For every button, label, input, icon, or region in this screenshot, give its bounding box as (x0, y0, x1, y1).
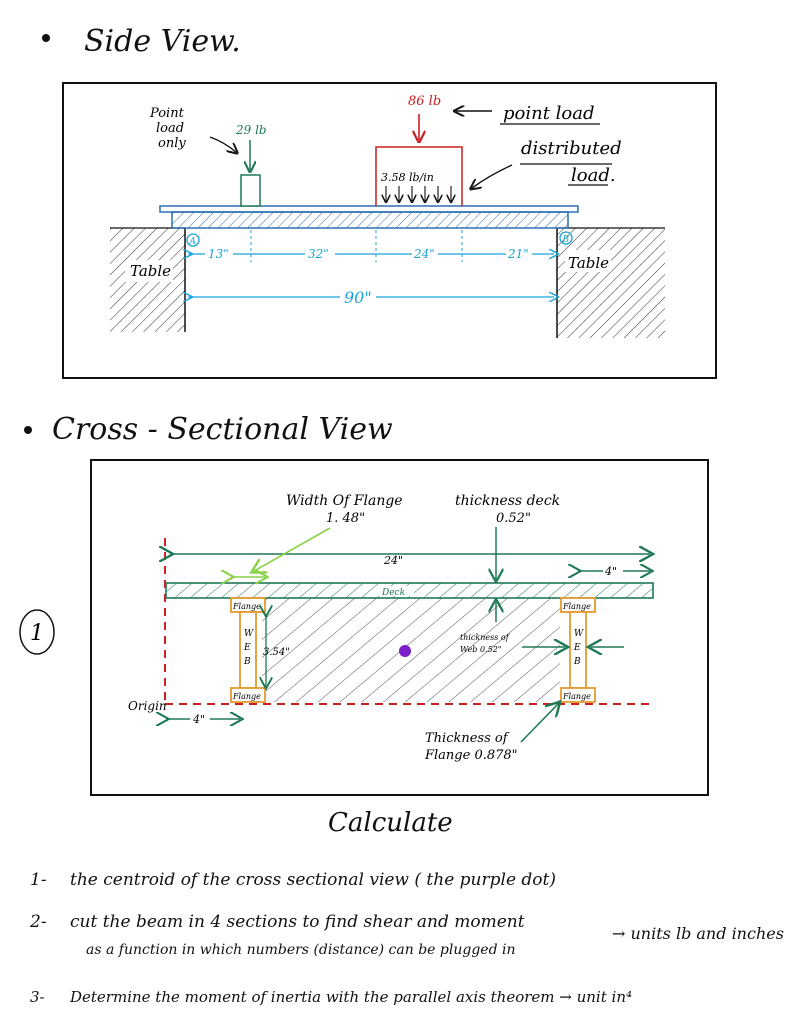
task-3-text: Determine the moment of inertia with the… (70, 988, 632, 1006)
right-offset-label: 4" (604, 565, 617, 578)
table-right (556, 227, 665, 338)
flange-thickness-label-2: Flange 0.878" (424, 748, 518, 763)
small-load-block (240, 174, 261, 207)
left-top-flange-label: Flange (232, 602, 261, 611)
point-load-only-pointer (209, 136, 236, 152)
distributed-load-value: 3.58 lb/in (381, 171, 434, 184)
point-load-only-line2: load (156, 121, 184, 136)
support-b-label: B (562, 235, 570, 245)
point-load-label: point load (503, 103, 595, 124)
flange-thickness-pointer (520, 704, 558, 743)
left-offset-label: 4" (192, 713, 205, 726)
support-a-label: A (189, 237, 197, 247)
units-note: → units lb and inches (612, 924, 784, 943)
point-load-only-line3: only (158, 136, 186, 151)
table-right-label: Table (568, 254, 609, 272)
dim-segment-3: 24" (413, 247, 435, 261)
distributed-load-outline (375, 146, 463, 206)
support-a-marker: A (186, 233, 200, 247)
side-view-heading: Side View. (84, 24, 241, 59)
right-web-letter-w: W (574, 629, 584, 639)
big-load-value: 86 lb (408, 94, 441, 109)
web-thickness-label-1: thickness of (460, 633, 511, 642)
dim-segment-2: 32" (308, 247, 329, 261)
task-1: 1- the centroid of the cross sectional vi… (30, 870, 556, 890)
width-flange-value: 1. 48" (326, 511, 365, 526)
calculate-title: Calculate (328, 808, 453, 838)
right-web-letter-b: B (573, 657, 581, 667)
side-view-bullet (42, 34, 50, 42)
task-2-number: 2- (30, 912, 47, 932)
point-load-only-line1: Point (149, 106, 185, 121)
table-left-label: Table (130, 262, 171, 280)
left-girder (230, 597, 266, 703)
right-bottom-flange-label: Flange (562, 692, 591, 701)
task-1-text: the centroid of the cross sectional view… (70, 870, 556, 890)
right-girder (560, 597, 596, 703)
cross-section-diagram: Origin 24" 4" Deck Flange W E B Flange 3… (128, 493, 655, 763)
distributed-label-1: distributed (521, 138, 622, 159)
segment-dimension-labels (205, 246, 532, 260)
task-2-text: cut the beam in 4 sections to find shear… (70, 912, 525, 932)
deck-label: Deck (381, 588, 405, 598)
right-web-letter-e: E (573, 643, 581, 653)
task-1-number: 1- (30, 870, 47, 890)
centroid-dot (399, 645, 411, 657)
task-2-line2: as a function in which numbers (distance… (86, 942, 516, 958)
width-flange-label: Width Of Flange (286, 493, 403, 509)
dim-segment-1: 13" (208, 247, 229, 261)
total-width-label: 24" (383, 554, 403, 567)
left-web-letter-w: W (244, 629, 254, 639)
small-load-value: 29 lb (235, 123, 267, 137)
web-height-label: 3.54" (263, 647, 290, 658)
beam-body (171, 211, 569, 229)
task-2: 2- cut the beam in 4 sections to find she… (30, 912, 525, 932)
cross-view-frame (90, 459, 709, 796)
task-3: 3- Determine the moment of inertia with t… (30, 988, 632, 1006)
table-left (110, 227, 186, 332)
figure-number: 1 (30, 621, 44, 646)
total-dimension-label: 90" (344, 288, 372, 307)
thickness-deck-value: 0.52" (496, 511, 531, 526)
figure-number-marker: 1 (19, 609, 55, 655)
cross-view-heading: Cross - Sectional View (52, 412, 393, 447)
side-view-diagram: Table Table 29 lb Point load only 3.58 l… (110, 94, 665, 338)
distributed-load-arrows (386, 186, 451, 201)
width-flange-pointer (254, 527, 331, 571)
cross-section-hatch (262, 598, 560, 702)
origin-label: Origin (128, 699, 167, 713)
task-3-number: 3- (30, 988, 45, 1006)
left-web-letter-b: B (243, 657, 251, 667)
support-b-marker: B (559, 231, 573, 245)
left-web-letter-e: E (243, 643, 251, 653)
left-bottom-flange-label: Flange (232, 692, 261, 701)
distributed-pointer (472, 164, 513, 188)
right-top-flange-label: Flange (562, 602, 591, 611)
side-view-frame (62, 82, 717, 379)
thickness-deck-label: thickness deck (455, 493, 560, 509)
flange-thickness-label-1: Thickness of (425, 731, 510, 746)
cross-view-bullet (24, 426, 32, 434)
distributed-label-2: load. (571, 165, 616, 186)
web-thickness-label-2: Web 0.52" (460, 645, 501, 654)
dim-segment-4: 21" (507, 247, 529, 261)
